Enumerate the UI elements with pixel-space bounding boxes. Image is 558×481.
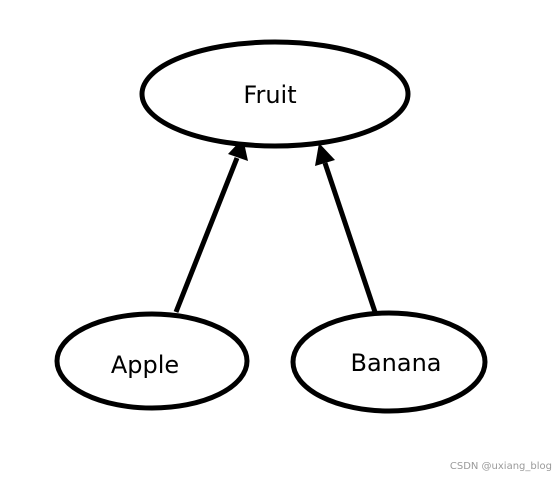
node-apple-label: Apple [111, 351, 179, 379]
node-banana-label: Banana [350, 349, 441, 377]
edge-apple-fruit [173, 138, 248, 313]
edge-line-banana-fruit [322, 162, 378, 313]
node-banana-ellipse [290, 310, 488, 414]
edge-line-apple-fruit [173, 157, 240, 313]
node-fruit-label: Fruit [243, 81, 296, 109]
node-fruit: Fruit [139, 39, 411, 149]
node-banana: Banana [290, 310, 488, 414]
edge-banana-fruit [315, 143, 378, 313]
watermark: CSDN @uxiang_blog [449, 461, 552, 472]
node-fruit-ellipse [139, 39, 411, 149]
node-apple: Apple [54, 311, 250, 411]
node-apple-ellipse [54, 311, 250, 411]
arrowhead-banana-fruit [315, 143, 335, 166]
